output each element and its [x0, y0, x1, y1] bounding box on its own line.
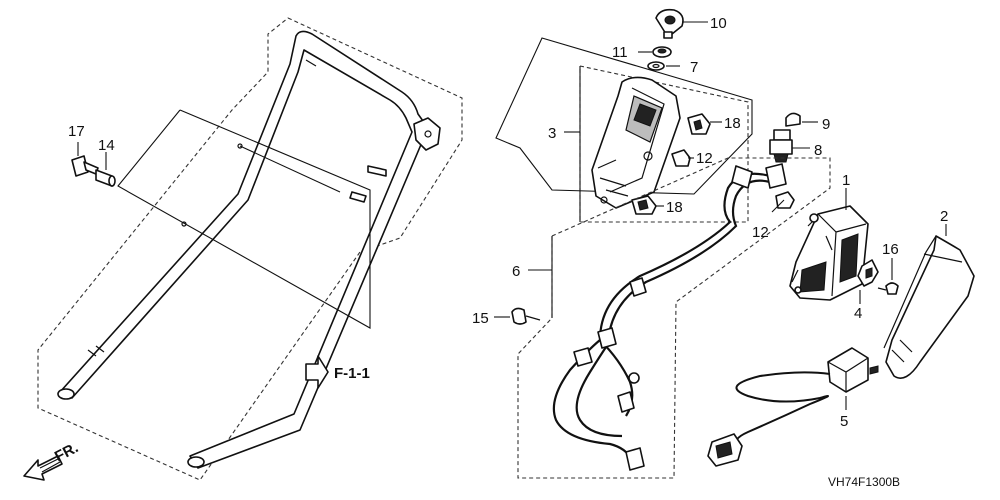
harness-clamp-4 — [617, 391, 635, 413]
callout-4: 4 — [854, 305, 862, 322]
switch-box-3 — [591, 76, 681, 209]
harness-group-outline — [517, 157, 831, 479]
cap-9 — [785, 112, 801, 127]
callout-7: 7 — [690, 59, 698, 76]
callout-2: 2 — [940, 208, 948, 225]
callout-12-lower: 12 — [752, 224, 769, 241]
handle-clip — [349, 191, 367, 203]
bracket-4 — [857, 259, 879, 287]
callout-10: 10 — [710, 15, 727, 32]
cover-2 — [883, 235, 975, 379]
handle-end-right — [187, 456, 205, 468]
screw-16 — [877, 282, 899, 295]
handle-group-outline — [37, 17, 463, 481]
drawing-code: VH74F1300B — [828, 475, 900, 489]
callout-18-upper: 18 — [724, 115, 741, 132]
callout-17: 17 — [68, 123, 85, 140]
switch-8 — [769, 129, 793, 163]
callout-11: 11 — [612, 44, 628, 61]
handle-assembly — [37, 17, 463, 481]
callout-9: 9 — [822, 116, 830, 133]
harness-end-connector — [625, 447, 645, 471]
callout-3: 3 — [548, 125, 556, 142]
callout-16: 16 — [882, 241, 899, 258]
callout-12-upper: 12 — [696, 150, 713, 167]
callout-15: 15 — [472, 310, 489, 327]
callout-1: 1 — [842, 172, 850, 189]
front-direction-arrow — [23, 455, 63, 481]
handle-end-left — [57, 388, 75, 400]
callout-8: 8 — [814, 142, 822, 159]
harness-connector-a — [765, 163, 787, 189]
wire-harness-6 — [552, 163, 787, 471]
collar-14 — [95, 169, 116, 187]
bolt-leader-box — [117, 109, 371, 329]
callout-5: 5 — [840, 413, 848, 430]
charger-5 — [707, 347, 879, 467]
battery-1 — [789, 205, 869, 301]
reference-arrow — [305, 355, 329, 389]
harness-clamp-3 — [573, 347, 593, 367]
ring-terminal — [628, 372, 640, 384]
harness-connector-b — [731, 165, 753, 189]
bolt-17 — [71, 155, 99, 177]
callout-6: 6 — [512, 263, 520, 280]
callout-18-lower: 18 — [666, 199, 683, 216]
clip-12-upper — [671, 149, 691, 167]
screw-15 — [511, 307, 541, 325]
callout-14: 14 — [98, 137, 115, 154]
handle-pin — [367, 165, 387, 177]
harness-clamp-2 — [597, 327, 617, 349]
handle-bracket — [413, 117, 441, 151]
handle-pipe — [59, 30, 429, 469]
clip-18-upper — [687, 113, 711, 135]
key-10 — [655, 8, 684, 39]
nut-11 — [652, 46, 672, 58]
reference-label: F-1-1 — [334, 365, 370, 382]
washer-7 — [647, 61, 665, 71]
clip-18-lower — [631, 195, 657, 215]
harness-clamp-1 — [629, 277, 647, 297]
